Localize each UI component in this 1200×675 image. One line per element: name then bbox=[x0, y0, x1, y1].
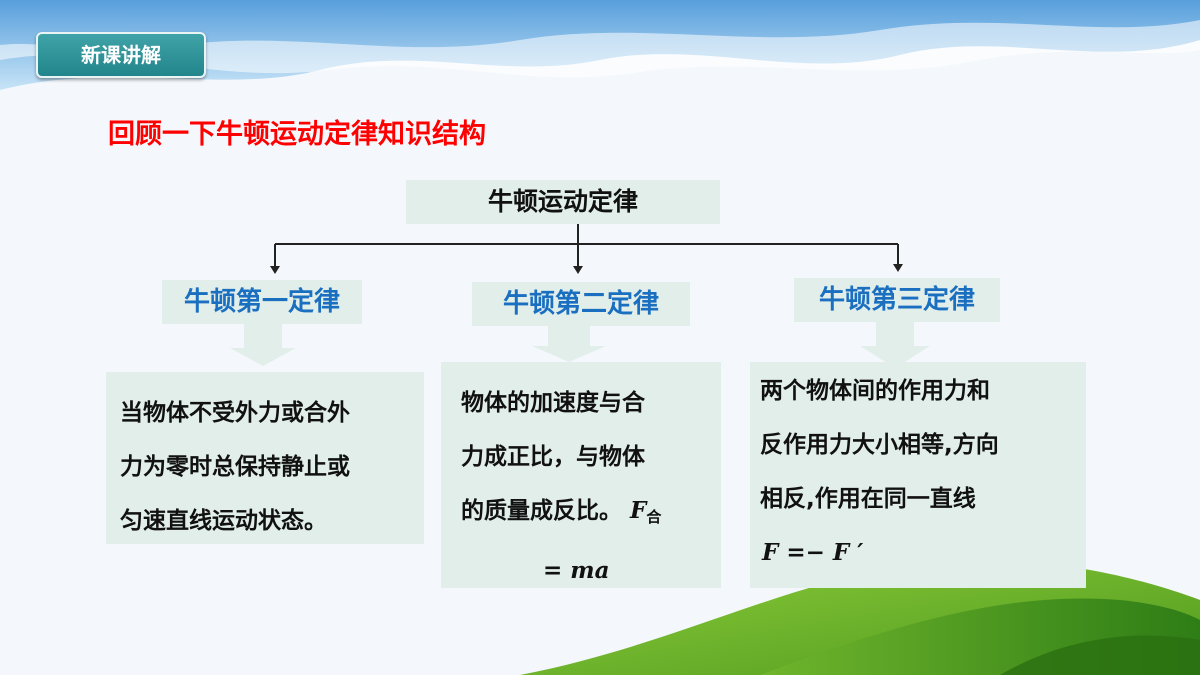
law-content-second: 物体的加速度与合 力成正比，与物体 的质量成反比。 F合 = ma bbox=[441, 362, 721, 588]
law-title-third: 牛顿第三定律 bbox=[794, 278, 1000, 322]
law-content-first: 当物体不受外力或合外 力为零时总保持静止或 匀速直线运动状态。 bbox=[106, 372, 424, 544]
law2-line-3-text: 的质量成反比。 bbox=[461, 498, 622, 524]
law2-line-3: 的质量成反比。 F合 bbox=[461, 484, 721, 544]
law-title-first: 牛顿第一定律 bbox=[162, 280, 362, 324]
section-tag: 新课讲解 bbox=[36, 32, 206, 78]
formula-third-law: F =− F ′ bbox=[762, 539, 864, 566]
law1-line-1: 当物体不受外力或合外 bbox=[120, 400, 350, 426]
law2-line-2: 力成正比，与物体 bbox=[461, 444, 645, 470]
law1-line-2: 力为零时总保持静止或 bbox=[120, 454, 350, 480]
law-title-second: 牛顿第二定律 bbox=[472, 282, 690, 326]
formula-subscript: 合 bbox=[646, 508, 662, 526]
formula-force-symbol: F bbox=[630, 497, 647, 524]
law1-line-3: 匀速直线运动状态。 bbox=[120, 508, 327, 534]
law3-line-3: 相反,作用在同一直线 bbox=[760, 486, 976, 512]
law3-line-2: 反作用力大小相等,方向 bbox=[760, 432, 999, 458]
formula-rhs: = ma bbox=[543, 557, 610, 584]
root-node: 牛顿运动定律 bbox=[406, 180, 720, 224]
law3-line-1: 两个物体间的作用力和 bbox=[760, 378, 990, 404]
law-content-third: 两个物体间的作用力和 反作用力大小相等,方向 相反,作用在同一直线 F =− F… bbox=[750, 362, 1086, 588]
page-heading: 回顾一下牛顿运动定律知识结构 bbox=[108, 119, 486, 150]
law2-line-1: 物体的加速度与合 bbox=[461, 390, 645, 416]
